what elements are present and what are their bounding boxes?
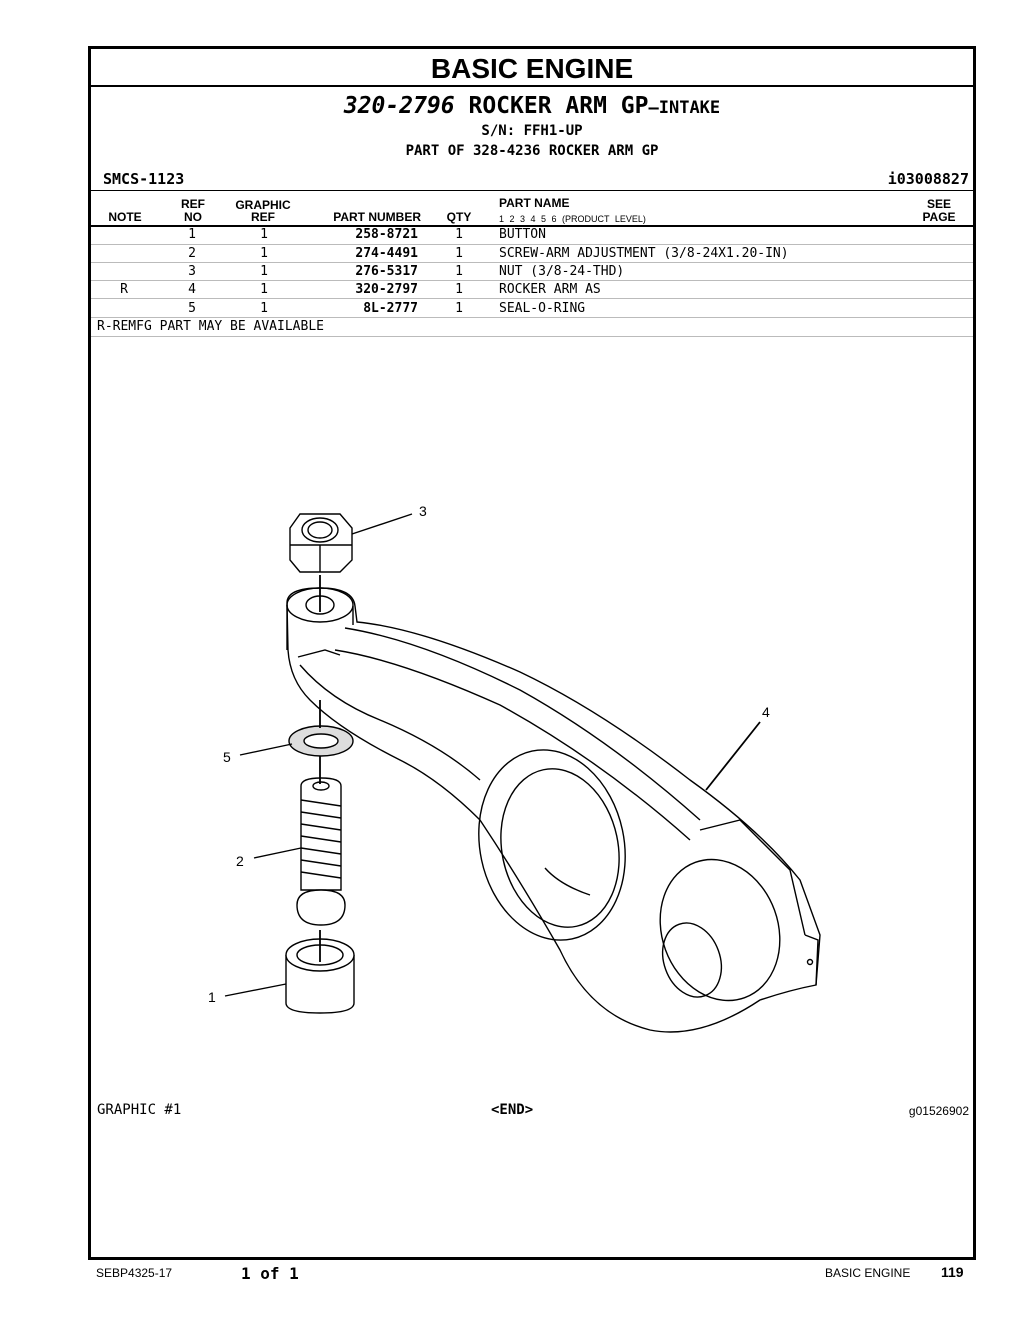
table-bottom-rule [91, 336, 973, 337]
part-of-line: PART OF 328-4236 ROCKER ARM GP [405, 143, 659, 159]
row-qty: 1 [455, 264, 463, 279]
col-graphic-bottom: REF [251, 210, 275, 224]
smcs-code: SMCS-1123 [103, 170, 185, 188]
col-graphic-top: GRAPHIC [235, 198, 291, 212]
page-of: 1 of 1 [241, 1264, 299, 1283]
graphic-id: g01526902 [908, 1104, 969, 1118]
row-qty: 1 [455, 227, 463, 242]
end-marker: <END> [491, 1102, 534, 1118]
group-suffix: —INTAKE [648, 98, 721, 118]
row-part-number: 274-4491 [355, 246, 418, 261]
row-qty: 1 [455, 282, 463, 297]
col-part-name: PART NAME [499, 196, 570, 210]
callout-4: 4 [762, 704, 770, 720]
col-ref-bottom: NO [184, 210, 202, 224]
row-ref: 5 [188, 301, 196, 316]
leader-line-1 [224, 983, 287, 997]
document-id: i03008827 [887, 170, 969, 188]
col-note: NOTE [108, 210, 142, 224]
row-part-name: NUT (3/8-24-THD) [499, 264, 625, 279]
graphic-label: GRAPHIC #1 [97, 1102, 182, 1118]
seal-o-ring-illustration [288, 725, 354, 757]
nut-illustration [289, 513, 353, 573]
row-divider [91, 244, 973, 245]
row-qty: 1 [455, 246, 463, 261]
col-see-bottom: PAGE [922, 210, 956, 224]
row-graphic: 1 [260, 264, 268, 279]
row-graphic: 1 [260, 301, 268, 316]
rocker-arm-illustration [286, 587, 821, 1033]
product-level-scale: 1 2 3 4 5 6 (PRODUCT LEVEL) [499, 214, 646, 224]
row-divider [91, 298, 973, 299]
row-part-name: SEAL-O-RING [499, 301, 586, 316]
col-part-number: PART NUMBER [333, 210, 421, 224]
section-title: BASIC ENGINE [91, 49, 973, 87]
row-divider [91, 317, 973, 318]
leader-line-4 [705, 721, 761, 791]
row-part-number: 276-5317 [355, 264, 418, 279]
group-number: 320-2796 [343, 93, 455, 119]
row-ref: 1 [188, 227, 196, 242]
row-part-number: 320-2797 [355, 282, 418, 297]
row-divider [91, 280, 973, 281]
remfg-footnote: R-REMFG PART MAY BE AVAILABLE [97, 319, 324, 334]
col-qty: QTY [446, 210, 472, 224]
row-graphic: 1 [260, 282, 268, 297]
table-top-rule [91, 190, 973, 191]
doc-number: SEBP4325-17 [96, 1266, 173, 1280]
callout-5: 5 [223, 749, 231, 765]
row-graphic: 1 [260, 227, 268, 242]
col-see-top: SEE [926, 197, 951, 211]
callout-1: 1 [208, 989, 216, 1005]
row-part-number: 8L-2777 [363, 301, 418, 316]
row-note: R [120, 282, 128, 297]
leader-line-5 [239, 743, 293, 756]
header-rule [91, 225, 973, 227]
row-ref: 2 [188, 246, 196, 261]
leader-line-2 [253, 847, 302, 859]
callout-2: 2 [236, 853, 244, 869]
row-ref: 3 [188, 264, 196, 279]
adjustment-screw-illustration [296, 777, 346, 926]
row-part-name: SCREW-ARM ADJUSTMENT (3/8-24X1.20-IN) [499, 246, 789, 261]
row-part-name: BUTTON [499, 227, 546, 242]
footer-section: BASIC ENGINE [825, 1266, 911, 1280]
group-title: 320-2796 ROCKER ARM GP—INTAKE [91, 93, 973, 119]
row-divider [91, 262, 973, 263]
row-ref: 4 [188, 282, 196, 297]
col-ref-top: REF [181, 197, 205, 211]
serial-range: S/N: FFH1-UP [481, 123, 583, 139]
group-name: ROCKER ARM GP [468, 93, 649, 119]
callout-3: 3 [419, 503, 427, 519]
page-frame: BASIC ENGINE 320-2796 ROCKER ARM GP—INTA… [88, 46, 976, 1260]
row-part-number: 258-8721 [355, 227, 418, 242]
row-part-name: ROCKER ARM AS [499, 282, 601, 297]
row-qty: 1 [455, 301, 463, 316]
row-graphic: 1 [260, 246, 268, 261]
leader-line-3 [351, 513, 413, 535]
page-number: 119 [941, 1264, 964, 1280]
